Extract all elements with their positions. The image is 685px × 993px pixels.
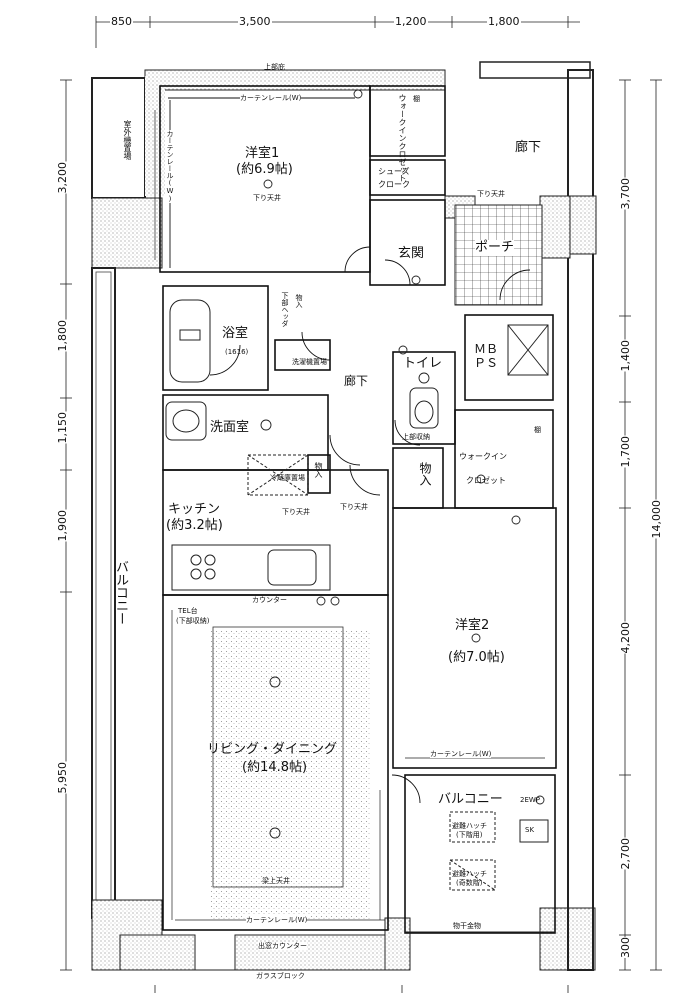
note-tel-1: TEL台	[178, 607, 198, 615]
note-shelf-1: 棚	[413, 95, 420, 103]
note-down-box: 下部ヘッダ	[281, 292, 289, 327]
light-fixtures	[260, 89, 545, 839]
note-hatch1-1: 避難ハッチ	[452, 822, 487, 830]
room-western1-size: (約6.9帖)	[236, 162, 293, 177]
dim-top-1: 850	[110, 15, 133, 28]
room-mbps-2: ＰＳ	[474, 356, 499, 370]
dim-right-4: 4,200	[619, 622, 632, 654]
dim-right-1: 3,700	[619, 178, 632, 210]
note-glass-block: ガラスブロック	[256, 972, 305, 980]
room-walkin-vertical: ウォークインクロゼット	[398, 94, 407, 182]
dim-left-3: 1,150	[56, 412, 69, 444]
walls	[91, 61, 597, 971]
note-down-ceiling-3: 下り天井	[282, 508, 310, 516]
room-bath-name: 浴室	[222, 326, 249, 341]
note-hatch1-2: (下階用)	[456, 831, 483, 839]
note-down-ceiling-4: 下り天井	[340, 503, 368, 511]
note-curtain-rail-left: カーテンレール(W)	[166, 130, 174, 203]
note-storage-box: 物入	[295, 294, 303, 308]
dim-right-2: 1,400	[619, 340, 632, 372]
note-ewp: 2EWP	[520, 796, 541, 804]
fixtures	[165, 299, 555, 933]
room-shoes-1: シューズ	[378, 167, 410, 176]
room-washroom: 洗面室	[210, 420, 250, 435]
note-shelf-2: 棚	[534, 426, 541, 434]
note-bay-counter: 出窓カウンター	[258, 942, 307, 950]
room-western1-name: 洋室1	[245, 146, 280, 161]
note-down-ceiling-1: 下り天井	[253, 194, 281, 202]
dim-right-3: 1,700	[619, 436, 632, 468]
dim-left-2: 1,800	[56, 320, 69, 352]
dim-total: 14,000	[650, 500, 663, 539]
room-toilet: トイレ	[403, 356, 443, 371]
room-walkin-2: クロゼット	[466, 476, 506, 485]
note-washer: 洗濯機置場	[292, 358, 327, 366]
room-western2-size: (約7.0帖)	[448, 650, 505, 665]
note-counter: カウンター	[252, 596, 287, 604]
room-porch: ポーチ	[475, 240, 515, 256]
note-hatch2-2: (奇数階)	[456, 879, 483, 887]
dim-left-5: 5,950	[56, 762, 69, 794]
note-beam: 梁上天井	[262, 877, 290, 885]
dim-top-2: 3,500	[238, 15, 272, 28]
room-bath-size: (1616)	[225, 348, 249, 356]
note-laundry: 物干金物	[453, 922, 481, 930]
note-ac-unit: 室外機置場	[123, 120, 132, 160]
dim-right-5: 2,700	[619, 838, 632, 870]
note-curtain-rail-bottom: カーテンレール(W)	[246, 916, 308, 924]
room-walkin-1: ウォークイン	[459, 452, 507, 461]
room-corridor-ext: 廊下	[515, 140, 542, 155]
note-down-ceiling-2: 下り天井	[477, 190, 505, 198]
room-kitchen-size: (約3.2帖)	[166, 518, 223, 533]
room-ldk-name: リビング・ダイニング	[207, 742, 338, 757]
dim-right-6: 300	[619, 937, 632, 958]
room-mbps-1: ＭＢ	[474, 342, 499, 356]
room-balcony-west: バルコニー	[113, 560, 128, 625]
room-balcony-south: バルコニー	[438, 792, 503, 807]
dim-top-4: 1,800	[487, 15, 521, 28]
room-western2-name: 洋室2	[455, 618, 490, 633]
note-curtain-rail-w2: カーテンレール(W)	[430, 750, 492, 758]
room-corridor-int: 廊下	[344, 374, 369, 388]
note-sk: SK	[525, 826, 535, 834]
mbps-shaft	[507, 324, 549, 376]
room-shoes-2: クローク	[378, 180, 410, 189]
dim-left-4: 1,900	[56, 510, 69, 542]
dim-left-1: 3,200	[56, 162, 69, 194]
room-entrance: 玄関	[398, 246, 425, 261]
room-storage: 物入	[418, 462, 432, 486]
room-kitchen-name: キッチン	[168, 502, 221, 517]
note-top-window: 上部庇	[264, 63, 285, 71]
room-storage-small: 物入	[314, 462, 323, 478]
note-curtain-rail-top: カーテンレール(W)	[240, 94, 302, 102]
room-ldk-size: (約14.8帖)	[242, 760, 308, 775]
note-tel-2: (下部収納)	[176, 617, 210, 625]
dim-top-3: 1,200	[394, 15, 428, 28]
note-upper-storage: 上部収納	[402, 433, 430, 441]
note-fridge: 冷蔵庫置場	[270, 474, 305, 482]
note-hatch2-1: 避難ハッチ	[452, 870, 487, 878]
